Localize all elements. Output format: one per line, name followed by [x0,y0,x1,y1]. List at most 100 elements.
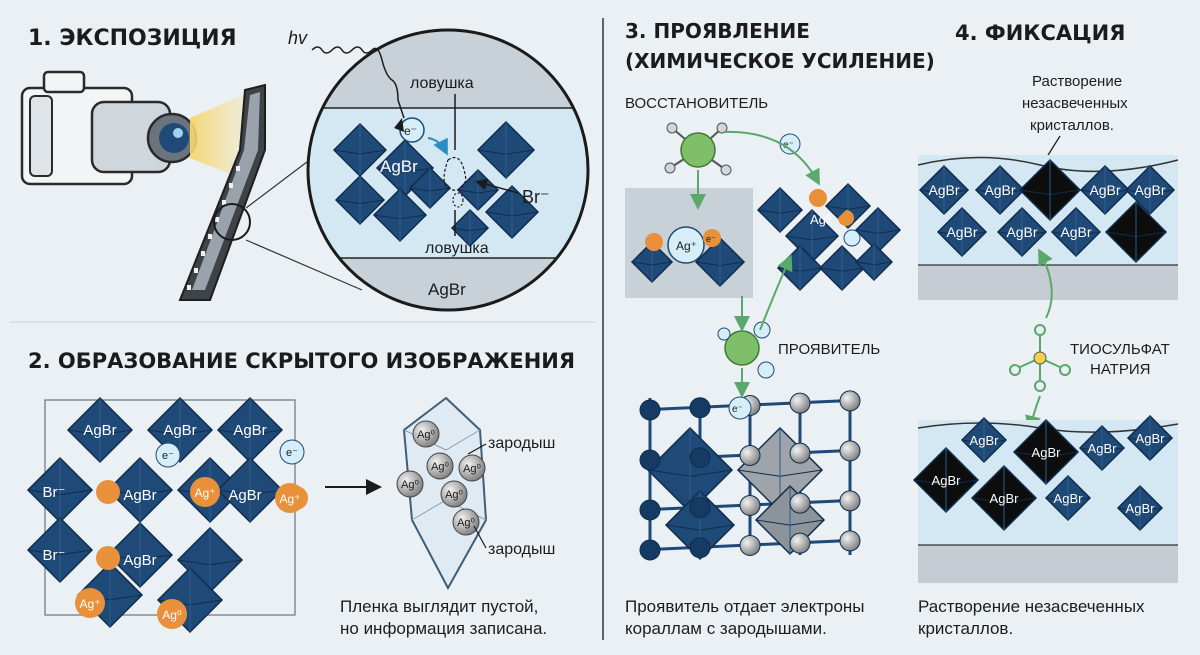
electron-donor [703,229,721,247]
dissolve-line-1: Растворение [1032,73,1122,90]
trap-outline [452,192,464,208]
caption-line-1: Растворение незасвеченных [918,597,1145,616]
lattice-atom [639,499,661,521]
pointer-line [473,525,487,549]
silver-ion-label: Ag⁺ [279,492,300,506]
section-latent-image: 2. ОБРАЗОВАНИЕ СКРЫТОГО ИЗОБРАЖЕНИЯ AgBr… [26,349,575,638]
silver-ion [190,477,220,507]
electron [843,229,861,247]
silver-ion [838,210,854,226]
lattice-atom [639,399,661,421]
silver-atom-label: Ag⁰ [162,608,182,622]
silver-atom [157,599,187,629]
silver-atom-label: Ag⁰ [445,489,463,501]
electron-label: e⁻ [404,124,417,138]
reaction-arrow [1038,248,1053,319]
reducer-label: ВОССТАНОВИТЕЛЬ [625,95,768,112]
lattice-atom [789,532,811,554]
electron-label: e⁻ [162,450,174,462]
silver-ion [96,546,120,570]
trap-outline [443,156,467,191]
electron-path-arrow [427,137,448,156]
silver-ion [275,483,305,513]
crystal-label: AgBr [233,422,266,439]
bromide-ion-label: Br⁻ [522,187,550,207]
electron-label: e⁻ [732,404,743,415]
silver-ion-label: Ag⁺ [79,597,100,611]
photon-arrowhead [394,118,404,132]
fixation-title: 4. ФИКСАЦИЯ [955,21,1125,45]
pointer-line [467,443,487,455]
silver-atom [396,470,424,498]
crystal-label: AgBr [1134,182,1165,198]
light-beam [190,92,250,182]
development-title-line2: (ХИМИЧЕСКОЕ УСИЛЕНИЕ) [625,49,935,73]
crystal-label: AgBr [123,487,156,504]
crystal-label: AgBr [123,552,156,569]
thiosulfate-molecule [1009,324,1071,392]
lattice-atom [839,390,861,412]
silver-atom [440,480,468,508]
silver-atom-label: Ag⁰ [431,461,449,473]
silver-atom-label: Ag⁰ [401,479,419,491]
lattice-atom [689,447,711,469]
caption-line-1: Пленка выглядит пустой, [340,597,538,616]
crystal-label: AgBr [990,491,1020,506]
reaction-arrow [723,130,820,186]
electron-label: e⁻ [706,234,716,244]
caption-line-2: кристаллов. [918,619,1013,638]
lattice-atom [739,494,761,516]
photon-label: hv [288,28,308,48]
crystal-label: AgBr [83,422,116,439]
crystal-lattice [26,396,296,634]
silver-atom-label: Ag⁰ [417,429,435,441]
nucleus-label-bottom: зародыш [488,541,555,558]
crystal-label: AgBr [380,157,418,176]
thiosulfate-label-1: ТИОСУЛЬФАТ [1070,341,1170,358]
lattice-atom [639,449,661,471]
silver-ion-ball [667,226,705,264]
bromide-ion-label: Br⁻ [43,547,66,564]
crystal-label: AgBr [228,487,261,504]
crystal-label: AgBr [946,224,977,240]
silver-ion [96,480,120,504]
lattice-atom [739,534,761,556]
nucleus-label-top: зародыш [488,435,555,452]
lattice-atom [789,392,811,414]
crystal-label: AgBr [1136,431,1166,446]
solution-surface [917,156,1179,173]
crystal-label: AgBr [928,182,959,198]
silver-atom [458,454,486,482]
base-layer [918,545,1178,583]
crystal-label: AgBr [970,433,1000,448]
section-fixation: 4. ФИКСАЦИЯ Растворение незасвеченных кр… [912,21,1179,638]
developer-label: ПРОЯВИТЕЛЬ [778,341,880,358]
lattice-atom [639,539,661,561]
silver-atom [426,452,454,480]
photon-wave [311,46,405,119]
lattice-atom [789,492,811,514]
section-exposure: 1. ЭКСПОЗИЦИЯ [20,26,590,312]
silver-atom-label: Ag⁰ [457,517,475,529]
zoom-line [245,239,363,291]
reaction-arrow [759,254,793,331]
crystal-label: AgBr [1006,224,1037,240]
silver-atom-label: Ag⁰ [810,212,831,227]
section-development: 3. ПРОЯВЛЕНИЕ (ХИМИЧЕСКОЕ УСИЛЕНИЕ) ВОСС… [625,19,935,638]
lattice-atom [689,397,711,419]
electron [155,442,181,468]
developer-molecule [717,321,775,379]
caption-line-1: Проявитель отдает электроны [625,597,865,616]
camera-icon [20,70,198,186]
lattice-atom [789,442,811,464]
trap-label-bottom: ловушка [425,240,489,257]
reducer-molecule [664,122,732,176]
silver-ion [809,189,827,207]
silver-ion [645,233,663,251]
base-label: AgBr [428,280,466,299]
electron [728,396,752,420]
silver-ion-label: Ag⁺ [194,486,215,500]
silver-ion [75,588,105,618]
